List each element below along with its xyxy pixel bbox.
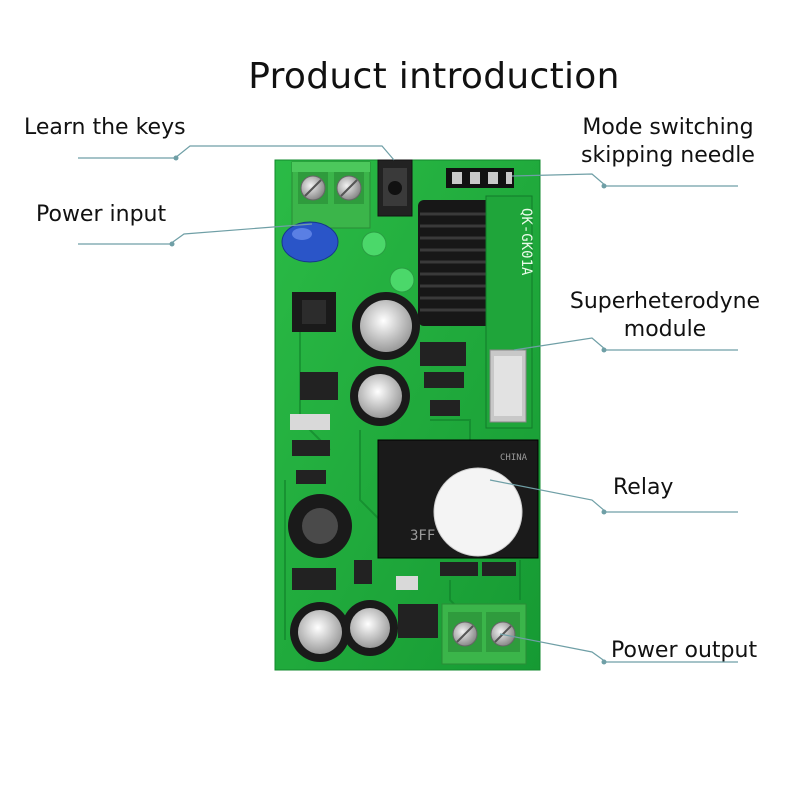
input-terminal-block	[291, 161, 371, 229]
leader-power-input	[78, 223, 313, 245]
label-learn-keys: Learn the keys	[24, 115, 186, 140]
electrolytic-capacitors	[290, 292, 420, 662]
page-title: Product introduction	[248, 56, 620, 97]
smd-components	[290, 342, 516, 638]
relay: CHINA 3FF	[377, 439, 539, 559]
board-model-marking: QK-GK01A	[518, 208, 534, 276]
relay-brand-marking: CHINA	[500, 453, 528, 463]
label-superheterodyne: Superheterodyne module	[560, 288, 770, 344]
blue-capacitor	[281, 221, 339, 263]
learn-button	[377, 159, 413, 217]
label-mode-switching-line2: skipping needle	[581, 143, 755, 168]
relay-code-marking: 3FF	[410, 528, 435, 544]
label-power-input: Power input	[36, 202, 167, 227]
leader-power-output	[499, 633, 738, 663]
leader-dots	[169, 155, 607, 665]
leader-superheterodyne	[513, 337, 738, 351]
green-inductors	[361, 231, 415, 293]
label-relay: Relay	[613, 475, 674, 500]
leader-relay	[489, 479, 738, 513]
label-mode-switching-line1: Mode switching	[582, 115, 754, 140]
label-superheterodyne-line2: module	[623, 317, 707, 342]
leader-mode-switching	[511, 173, 738, 187]
leader-learn-keys	[78, 145, 395, 161]
antenna-coil	[418, 200, 496, 326]
bridge-rectifier-ic	[292, 292, 336, 332]
label-mode-switching: Mode switching skipping needle	[568, 114, 768, 170]
label-power-output: Power output	[611, 638, 758, 663]
mode-jumper	[446, 168, 514, 188]
output-terminal-block	[441, 603, 527, 665]
power-inductor	[288, 494, 352, 558]
label-superheterodyne-line1: Superheterodyne	[569, 289, 761, 314]
superheterodyne-module: QK-GK01A	[485, 195, 534, 429]
leader-lines	[78, 145, 738, 663]
